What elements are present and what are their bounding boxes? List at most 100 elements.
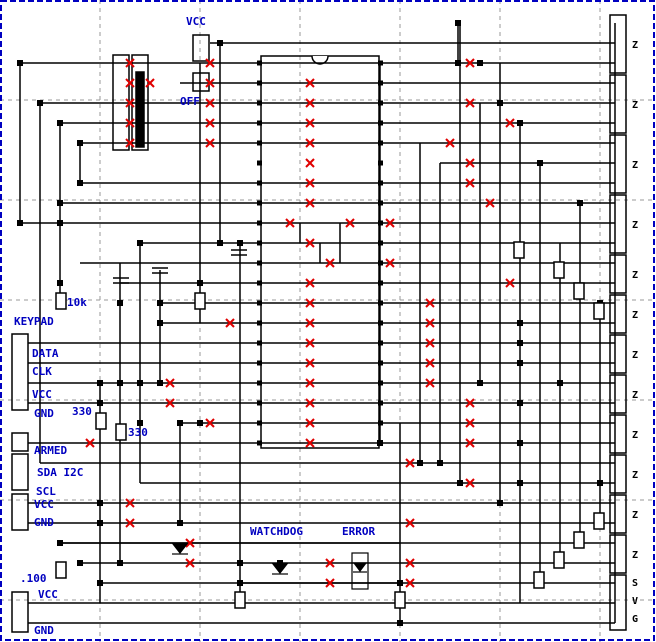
- solder-joint: [277, 560, 283, 566]
- resistor: [115, 423, 127, 441]
- no-connect-stroke: [385, 258, 395, 268]
- ic-pin-left: [257, 400, 262, 406]
- no-connect-stroke: [505, 118, 515, 128]
- no-connect-stroke: [305, 318, 315, 328]
- left-jumper-block: [112, 34, 210, 151]
- resistor: [55, 561, 67, 579]
- solder-joint: [77, 140, 83, 146]
- no-connect-stroke: [125, 78, 135, 88]
- ic-pin-left: [257, 100, 262, 106]
- solder-joint: [517, 120, 523, 126]
- no-connect-stroke: [145, 78, 155, 88]
- zone-connector: [609, 14, 627, 74]
- no-connect-stroke: [305, 378, 315, 388]
- solder-joint: [197, 420, 203, 426]
- no-connect-mark: [205, 78, 215, 88]
- no-connect-mark: [305, 198, 315, 208]
- ic-pin-right: [378, 80, 383, 86]
- no-connect-stroke: [125, 518, 135, 528]
- resistor: [593, 302, 605, 320]
- resistor-100-label: .100: [20, 572, 47, 585]
- no-connect-stroke: [325, 558, 335, 568]
- no-connect-mark: [205, 118, 215, 128]
- no-connect-mark: [325, 258, 335, 268]
- no-connect-stroke: [125, 98, 135, 108]
- no-connect-mark: [125, 498, 135, 508]
- zone-connector: [609, 194, 627, 254]
- solder-joint: [57, 220, 63, 226]
- no-connect-stroke: [305, 78, 315, 88]
- zone-connector: [609, 374, 627, 414]
- no-connect-mark: [465, 478, 475, 488]
- no-connect-stroke: [205, 78, 215, 88]
- no-connect-mark: [185, 538, 195, 548]
- no-connect-mark: [305, 158, 315, 168]
- solder-joint: [97, 520, 103, 526]
- solder-joint: [17, 60, 23, 66]
- resistor: [573, 531, 585, 549]
- ic-pin-right: [378, 280, 383, 286]
- solder-joint: [517, 400, 523, 406]
- keypad-gnd-label: GND: [34, 407, 54, 420]
- no-connect-stroke: [405, 458, 415, 468]
- no-connect-mark: [325, 578, 335, 588]
- solder-joint: [77, 560, 83, 566]
- zone-connector: [609, 294, 627, 334]
- solder-joint: [497, 100, 503, 106]
- no-connect-stroke: [505, 278, 515, 288]
- no-connect-stroke: [165, 378, 175, 388]
- ic-pin-right: [378, 180, 383, 186]
- i2c-gnd-label: GND: [34, 516, 54, 529]
- no-connect-mark: [125, 58, 135, 68]
- no-connect-mark: [405, 558, 415, 568]
- solder-joint: [457, 480, 463, 486]
- no-connect-stroke: [305, 178, 315, 188]
- solder-joint: [497, 500, 503, 506]
- solder-joint: [177, 420, 183, 426]
- ic-pin-right: [378, 200, 383, 206]
- no-connect-mark: [505, 118, 515, 128]
- resistor: [553, 261, 565, 279]
- solder-joint: [455, 60, 461, 66]
- no-connect-mark: [305, 398, 315, 408]
- no-connect-stroke: [185, 538, 195, 548]
- ic-pin-left: [257, 360, 262, 366]
- solder-joint: [217, 240, 223, 246]
- no-connect-mark: [425, 358, 435, 368]
- no-connect-mark: [125, 78, 135, 88]
- no-connect-mark: [405, 518, 415, 528]
- no-connect-stroke: [305, 98, 315, 108]
- no-connect-mark: [285, 218, 295, 228]
- no-connect-stroke: [485, 198, 495, 208]
- no-connect-mark: [305, 418, 315, 428]
- no-connect-stroke: [325, 258, 335, 268]
- no-connect-stroke: [425, 358, 435, 368]
- no-connect-mark: [205, 138, 215, 148]
- solder-joint: [57, 540, 63, 546]
- no-connect-mark: [305, 98, 315, 108]
- no-connect-mark: [345, 218, 355, 228]
- ic-pin-left: [257, 240, 262, 246]
- zone-connector: [609, 454, 627, 494]
- zone-label: Z: [632, 310, 638, 321]
- no-connect-mark: [165, 398, 175, 408]
- no-connect-stroke: [305, 198, 315, 208]
- no-connect-stroke: [85, 438, 95, 448]
- resistor: [95, 412, 107, 430]
- no-connect-stroke: [205, 58, 215, 68]
- no-connect-mark: [305, 178, 315, 188]
- no-connect-stroke: [205, 118, 215, 128]
- resistor-330-label-b: 330: [128, 426, 148, 439]
- zone-label: Z: [632, 270, 638, 281]
- no-connect-stroke: [305, 398, 315, 408]
- no-connect-mark: [465, 98, 475, 108]
- zone-label: Z: [632, 470, 638, 481]
- ic-pin-left: [257, 160, 262, 166]
- solder-joint: [517, 360, 523, 366]
- no-connect-stroke: [205, 98, 215, 108]
- no-connect-stroke: [305, 298, 315, 308]
- zone-connector: [609, 134, 627, 194]
- ic-pin-right: [378, 160, 383, 166]
- no-connect-mark: [445, 138, 455, 148]
- ic-pin-left: [257, 120, 262, 126]
